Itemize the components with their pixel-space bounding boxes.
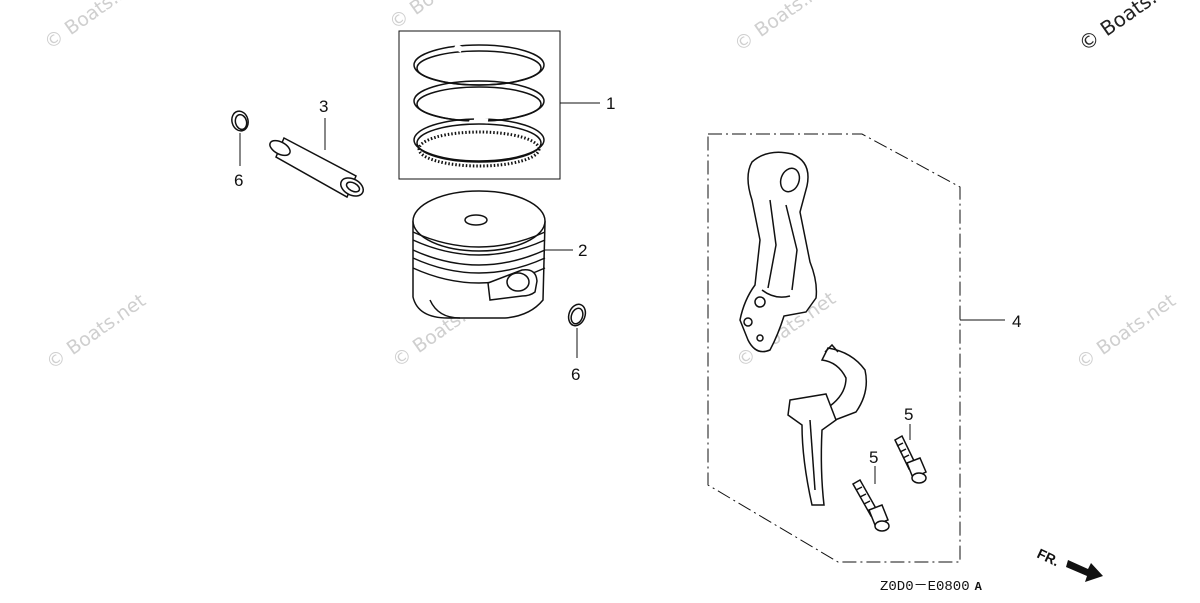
watermark-text: © Boats.net [40, 0, 148, 54]
watermark-text: © Boats.net [385, 0, 493, 34]
watermark-text: © Boats.net [730, 0, 838, 56]
watermark-text: © Boats.net [1072, 290, 1180, 375]
piston-pin-boss [487, 268, 538, 301]
watermark-text: © Boats.net [42, 290, 150, 375]
piston-pin-clip-left[interactable] [230, 109, 251, 132]
front-direction-indicator: FR. [1035, 545, 1103, 582]
connecting-rod-bolt-upper[interactable] [894, 434, 927, 484]
piston[interactable] [412, 190, 546, 319]
piston-pin-clip-right[interactable] [566, 302, 589, 328]
connecting-rod[interactable] [739, 151, 818, 353]
callout-2[interactable]: 2 [578, 241, 587, 260]
diagram-code: Z0D0－E0800 A [880, 579, 983, 595]
oil-ring [413, 116, 545, 168]
callout-3[interactable]: 3 [319, 97, 328, 116]
watermark-text: © Boats.net [1074, 0, 1188, 56]
callout-4[interactable]: 4 [1012, 312, 1021, 331]
callout-5a[interactable]: 5 [904, 405, 913, 424]
front-arrow-icon [1066, 560, 1103, 582]
front-label: FR. [1035, 545, 1062, 569]
ring-set-frame [398, 30, 561, 180]
diagram-code-suffix: A [975, 580, 983, 594]
piston-pin[interactable] [267, 136, 366, 200]
connecting-rod-cap[interactable] [787, 343, 868, 506]
top-ring [413, 43, 545, 86]
callout-5b[interactable]: 5 [869, 448, 878, 467]
second-ring [413, 80, 545, 125]
callout-6b[interactable]: 6 [571, 365, 580, 384]
piston-crown-mark [464, 214, 488, 226]
diagram-code-main: Z0D0－E0800 [880, 579, 970, 595]
connecting-rod-frame [707, 133, 961, 563]
piston-ring-set[interactable] [398, 30, 561, 180]
connecting-rod-bolt-lower[interactable] [851, 478, 890, 532]
callout-1[interactable]: 1 [606, 94, 615, 113]
callout-6a[interactable]: 6 [234, 171, 243, 190]
